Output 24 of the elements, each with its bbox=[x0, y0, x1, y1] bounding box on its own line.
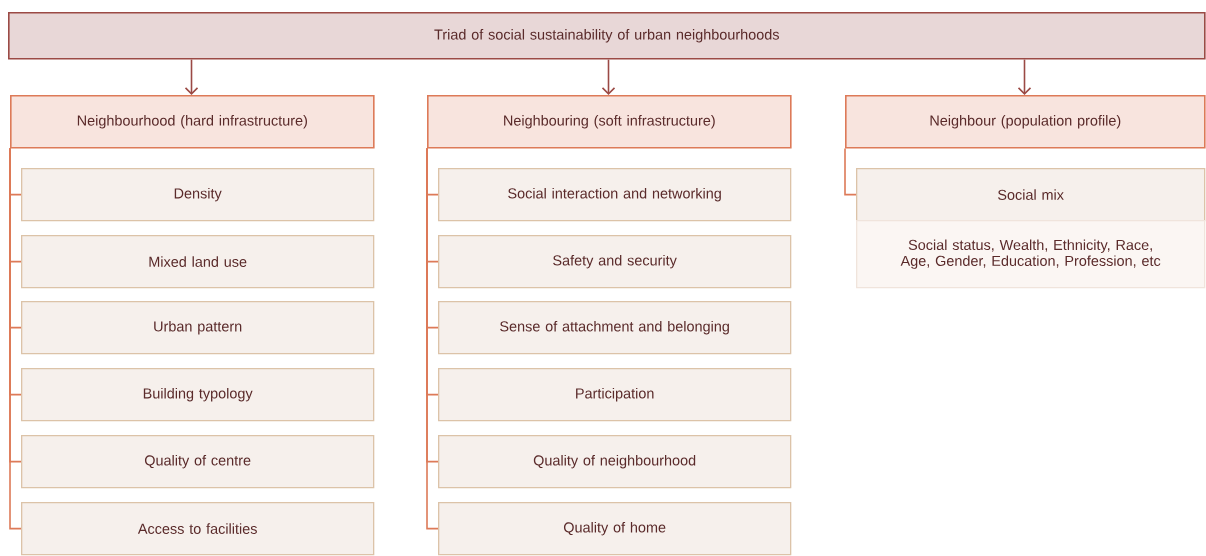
category-box: Neighbour (population profile) bbox=[845, 95, 1206, 149]
item-box: Quality of neighbourhood bbox=[438, 435, 792, 489]
item-box: Participation bbox=[438, 368, 792, 422]
arrow bbox=[601, 58, 616, 95]
description-box: Social status, Wealth, Ethnicity, Race, Age, Gender, Education, Profession, etc bbox=[856, 220, 1206, 289]
category-box: Neighbouring (soft infrastructure) bbox=[427, 95, 792, 149]
title-box: Triad of social sustainability of urban neighbourhoods bbox=[8, 12, 1206, 60]
item-box: Social interaction and networking bbox=[438, 168, 792, 222]
connector-line bbox=[844, 147, 857, 196]
item-box: Safety and security bbox=[438, 235, 792, 289]
item-box: Density bbox=[21, 168, 375, 222]
connector-line bbox=[9, 147, 22, 530]
item-box: Social mix bbox=[856, 168, 1206, 222]
connector-line bbox=[426, 147, 439, 530]
item-box: Quality of home bbox=[438, 502, 792, 556]
arrow bbox=[1017, 58, 1032, 95]
item-box: Mixed land use bbox=[21, 235, 375, 289]
arrow bbox=[184, 58, 199, 95]
category-box: Neighbourhood (hard infrastructure) bbox=[10, 95, 375, 149]
item-box: Building typology bbox=[21, 368, 375, 422]
item-box: Access to facilities bbox=[21, 502, 375, 556]
item-box: Urban pattern bbox=[21, 301, 375, 355]
item-box: Sense of attachment and belonging bbox=[438, 301, 792, 355]
item-box: Quality of centre bbox=[21, 435, 375, 489]
